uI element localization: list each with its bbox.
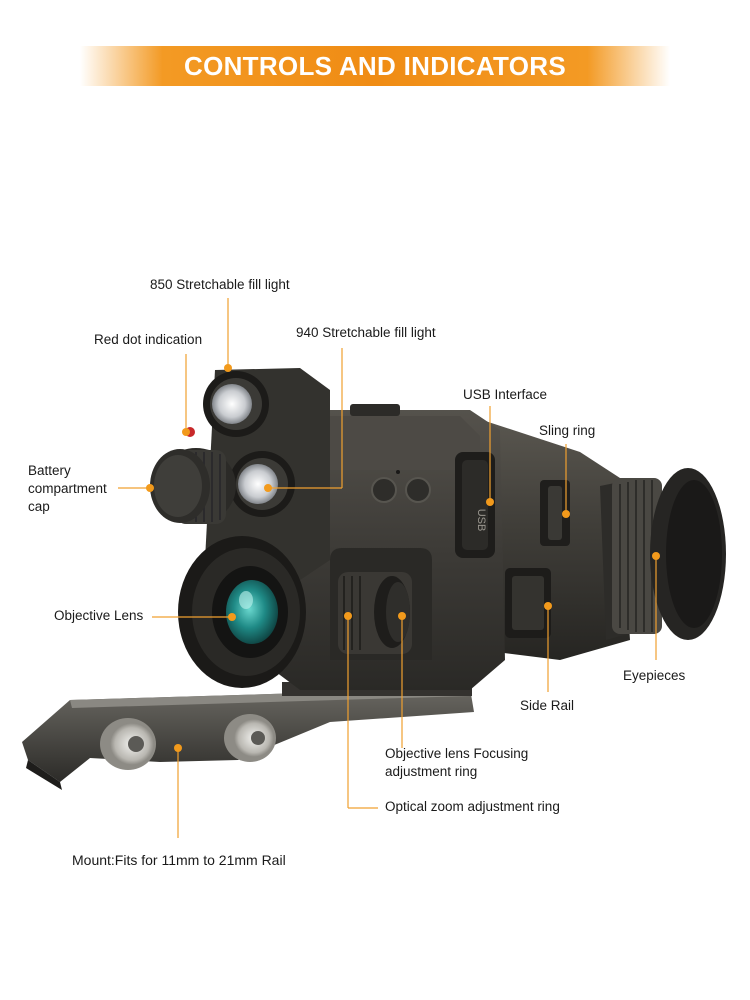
rear-tube [470, 416, 630, 660]
label-red-dot-indication: Red dot indication [94, 332, 203, 347]
front-plate [185, 368, 330, 580]
light-940 [229, 451, 295, 517]
objective-lens [178, 536, 306, 688]
usb-marking: USB [475, 509, 487, 532]
focus-zoom-rings [338, 572, 412, 654]
callout-dot-focus [398, 612, 406, 620]
eyepiece [600, 468, 726, 640]
control-button-left [371, 477, 397, 503]
control-button-right [405, 477, 431, 503]
label-usb-interface: USB Interface [463, 387, 548, 402]
callout-dot-mount [174, 744, 182, 752]
label-940-fill-light: 940 Stretchable fill light [296, 325, 436, 340]
label-mount: Mount:Fits for 11mm to 21mm Rail [72, 852, 286, 868]
callout-dot-objective [228, 613, 236, 621]
label-objective-lens: Objective Lens [54, 608, 144, 623]
label-850-fill-light: 850 Stretchable fill light [150, 277, 290, 292]
title-banner [80, 46, 670, 86]
callout-dot-usb [486, 498, 494, 506]
mount-knob-left [100, 718, 156, 770]
callout-dot-940 [264, 484, 272, 492]
label-sling-ring: Sling ring [539, 423, 596, 438]
callout-dot-850 [224, 364, 232, 372]
label-eyepieces: Eyepieces [623, 668, 686, 683]
light-850 [203, 371, 269, 437]
page-title: CONTROLS AND INDICATORS [184, 51, 566, 81]
label-side-rail: Side Rail [520, 698, 575, 713]
label-zoom-ring: Optical zoom adjustment ring [385, 799, 560, 814]
callout-dot-battery [146, 484, 154, 492]
callout-dots [146, 364, 660, 752]
label-battery-cap: Battery compartment cap [28, 463, 107, 514]
leader-lines [118, 298, 657, 838]
callout-dot-eyepiece [652, 552, 660, 560]
callout-dot-zoom [344, 612, 352, 620]
callout-dot-side-rail [544, 602, 552, 610]
label-focus-ring: Objective lens Focusing adjustment ring [385, 746, 529, 779]
battery-cap [150, 448, 236, 524]
callout-dot-red-dot [182, 428, 190, 436]
mount-knob-right [224, 714, 276, 762]
callout-dot-sling [562, 510, 570, 518]
